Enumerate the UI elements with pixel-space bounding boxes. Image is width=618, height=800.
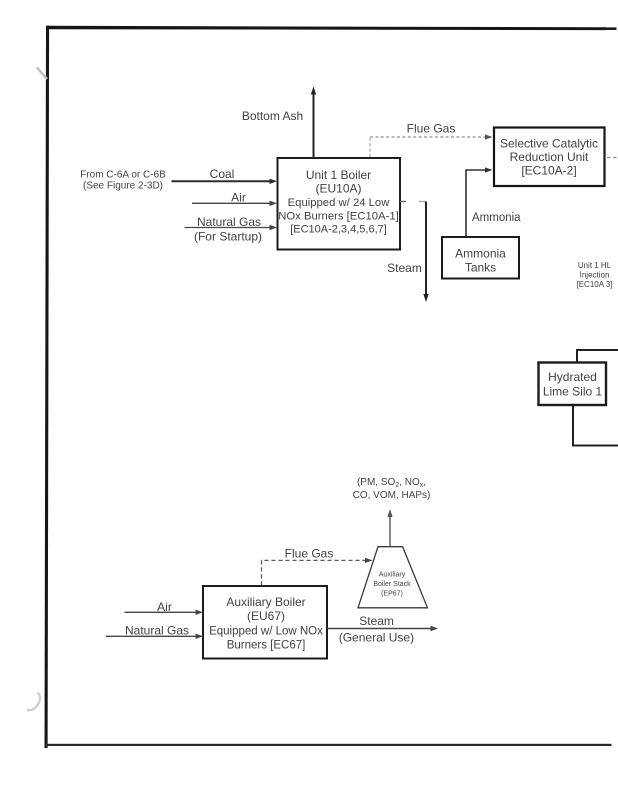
svg-text:Auxiliary: Auxiliary bbox=[379, 572, 406, 579]
svg-text:Burners [EC67]: Burners [EC67] bbox=[227, 640, 306, 652]
svg-text:Steam: Steam bbox=[359, 614, 394, 628]
svg-text:Natural Gas: Natural Gas bbox=[125, 624, 189, 638]
svg-text:[EC10A 3]: [EC10A 3] bbox=[576, 280, 612, 289]
svg-text:From C-6A or C-6B: From C-6A or C-6B bbox=[80, 170, 166, 181]
svg-text:Unit 1 Boiler: Unit 1 Boiler bbox=[306, 168, 371, 182]
svg-text:(General Use): (General Use) bbox=[339, 631, 414, 645]
svg-text:CO, VOM, HAPs): CO, VOM, HAPs) bbox=[353, 490, 431, 501]
svg-text:Boiler Stack: Boiler Stack bbox=[373, 581, 411, 588]
svg-text:Auxiliary Boiler: Auxiliary Boiler bbox=[226, 595, 305, 609]
svg-text:Lime Silo 1: Lime Silo 1 bbox=[543, 385, 603, 399]
svg-text:Natural Gas: Natural Gas bbox=[197, 215, 261, 229]
svg-text:Equipped w/ 24 Low: Equipped w/ 24 Low bbox=[288, 197, 391, 209]
svg-text:NOx Burners [EC10A-1]: NOx Burners [EC10A-1] bbox=[278, 210, 399, 222]
svg-text:Unit 1 HL: Unit 1 HL bbox=[578, 261, 612, 270]
svg-text:Air: Air bbox=[231, 191, 246, 205]
svg-text:Coal: Coal bbox=[210, 167, 235, 181]
svg-text:Flue Gas: Flue Gas bbox=[285, 547, 334, 561]
svg-text:(For Startup): (For Startup) bbox=[194, 230, 262, 244]
svg-text:Steam: Steam bbox=[387, 261, 422, 275]
svg-text:[EC10A-2,3,4,5,6,7]: [EC10A-2,3,4,5,6,7] bbox=[290, 224, 387, 236]
svg-text:[EC10A-2]: [EC10A-2] bbox=[521, 164, 576, 178]
svg-text:Equipped w/ Low NOx: Equipped w/ Low NOx bbox=[209, 626, 323, 638]
svg-text:Ammonia: Ammonia bbox=[472, 212, 521, 224]
svg-text:Flue Gas: Flue Gas bbox=[407, 122, 456, 136]
svg-text:(EP67): (EP67) bbox=[381, 591, 403, 598]
svg-text:(EU10A): (EU10A) bbox=[315, 182, 361, 196]
svg-text:Ammonia: Ammonia bbox=[455, 247, 506, 261]
svg-text:Bottom Ash: Bottom Ash bbox=[242, 109, 303, 123]
svg-text:(See Figure 2-3D): (See Figure 2-3D) bbox=[83, 180, 163, 191]
svg-text:(PM, SO2, NOx,: (PM, SO2, NOx, bbox=[357, 477, 426, 489]
svg-text:Tanks: Tanks bbox=[465, 261, 496, 275]
svg-text:Air: Air bbox=[157, 600, 172, 614]
svg-text:Hydrated: Hydrated bbox=[548, 370, 597, 384]
svg-text:(EU67): (EU67) bbox=[247, 609, 285, 623]
svg-text:Reduction Unit: Reduction Unit bbox=[510, 150, 589, 164]
svg-text:Selective Catalytic: Selective Catalytic bbox=[500, 137, 598, 151]
svg-text:Injection: Injection bbox=[580, 271, 610, 280]
